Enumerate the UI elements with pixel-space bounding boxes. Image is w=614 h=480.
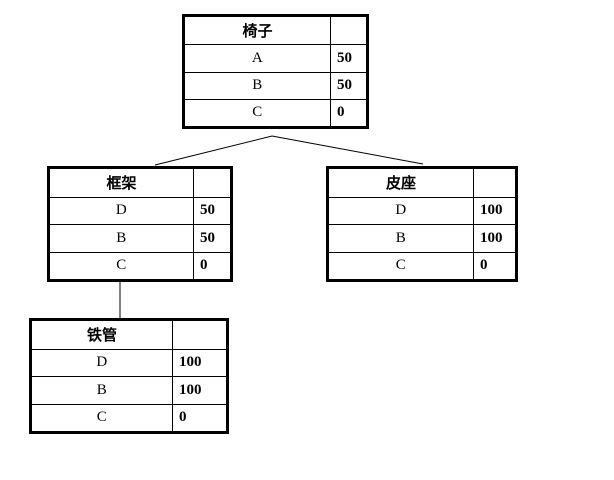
qty-cell: 50 xyxy=(330,45,366,72)
table-row: A 50 xyxy=(185,44,366,72)
qty-cell: 50 xyxy=(330,72,366,99)
item-cell: D xyxy=(96,354,108,371)
qty-cell: 100 xyxy=(172,349,226,376)
qty-cell: 50 xyxy=(193,225,230,252)
qty-cell: 100 xyxy=(473,225,515,252)
table-header-row: 铁管 xyxy=(32,321,226,349)
connector-chair-to-seat xyxy=(271,135,424,165)
item-cell: C xyxy=(395,257,407,274)
item-cell: C xyxy=(96,409,108,426)
item-cell: D xyxy=(115,202,128,219)
table-row: C 0 xyxy=(329,251,515,279)
table-seat: 皮座 D 100 B 100 C 0 xyxy=(326,166,518,282)
item-cell: B xyxy=(252,77,263,94)
table-row: B 50 xyxy=(185,71,366,99)
table-row: B 100 xyxy=(329,224,515,252)
table-row: C 0 xyxy=(50,251,230,279)
table-row: B 50 xyxy=(50,224,230,252)
item-cell: B xyxy=(395,229,407,246)
item-cell: B xyxy=(96,381,108,398)
table-row: D 100 xyxy=(329,196,515,224)
qty-cell: 100 xyxy=(172,377,226,404)
table-row: D 50 xyxy=(50,196,230,224)
table-header-row: 皮座 xyxy=(329,169,515,197)
table-header-row: 框架 xyxy=(50,169,230,197)
qty-cell: 50 xyxy=(193,197,230,224)
table-title: 铁管 xyxy=(86,328,117,345)
item-cell: C xyxy=(252,104,263,121)
item-cell: B xyxy=(116,229,127,246)
qty-header-cell xyxy=(172,321,226,349)
qty-cell: 0 xyxy=(172,404,226,431)
table-title: 皮座 xyxy=(385,176,416,193)
table-frame: 框架 D 50 B 50 C 0 xyxy=(47,166,233,282)
qty-cell: 0 xyxy=(330,99,366,126)
item-cell: C xyxy=(116,257,127,274)
table-row: B 100 xyxy=(32,376,226,404)
table-row: C 0 xyxy=(32,403,226,431)
qty-header-cell xyxy=(473,169,515,197)
connector-chair-to-frame xyxy=(154,135,273,166)
table-row: C 0 xyxy=(185,98,366,126)
qty-header-cell xyxy=(330,17,366,45)
qty-cell: 0 xyxy=(193,252,230,279)
qty-cell: 0 xyxy=(473,252,515,279)
table-title: 椅子 xyxy=(242,24,273,41)
table-header-row: 椅子 xyxy=(185,17,366,45)
table-chair: 椅子 A 50 B 50 C 0 xyxy=(182,14,369,129)
item-cell: A xyxy=(251,49,264,66)
table-pipe: 铁管 D 100 B 100 C 0 xyxy=(29,318,229,434)
table-title: 框架 xyxy=(106,176,137,193)
qty-cell: 100 xyxy=(473,197,515,224)
qty-header-cell xyxy=(193,169,230,197)
item-cell: D xyxy=(395,202,407,219)
table-row: D 100 xyxy=(32,348,226,376)
